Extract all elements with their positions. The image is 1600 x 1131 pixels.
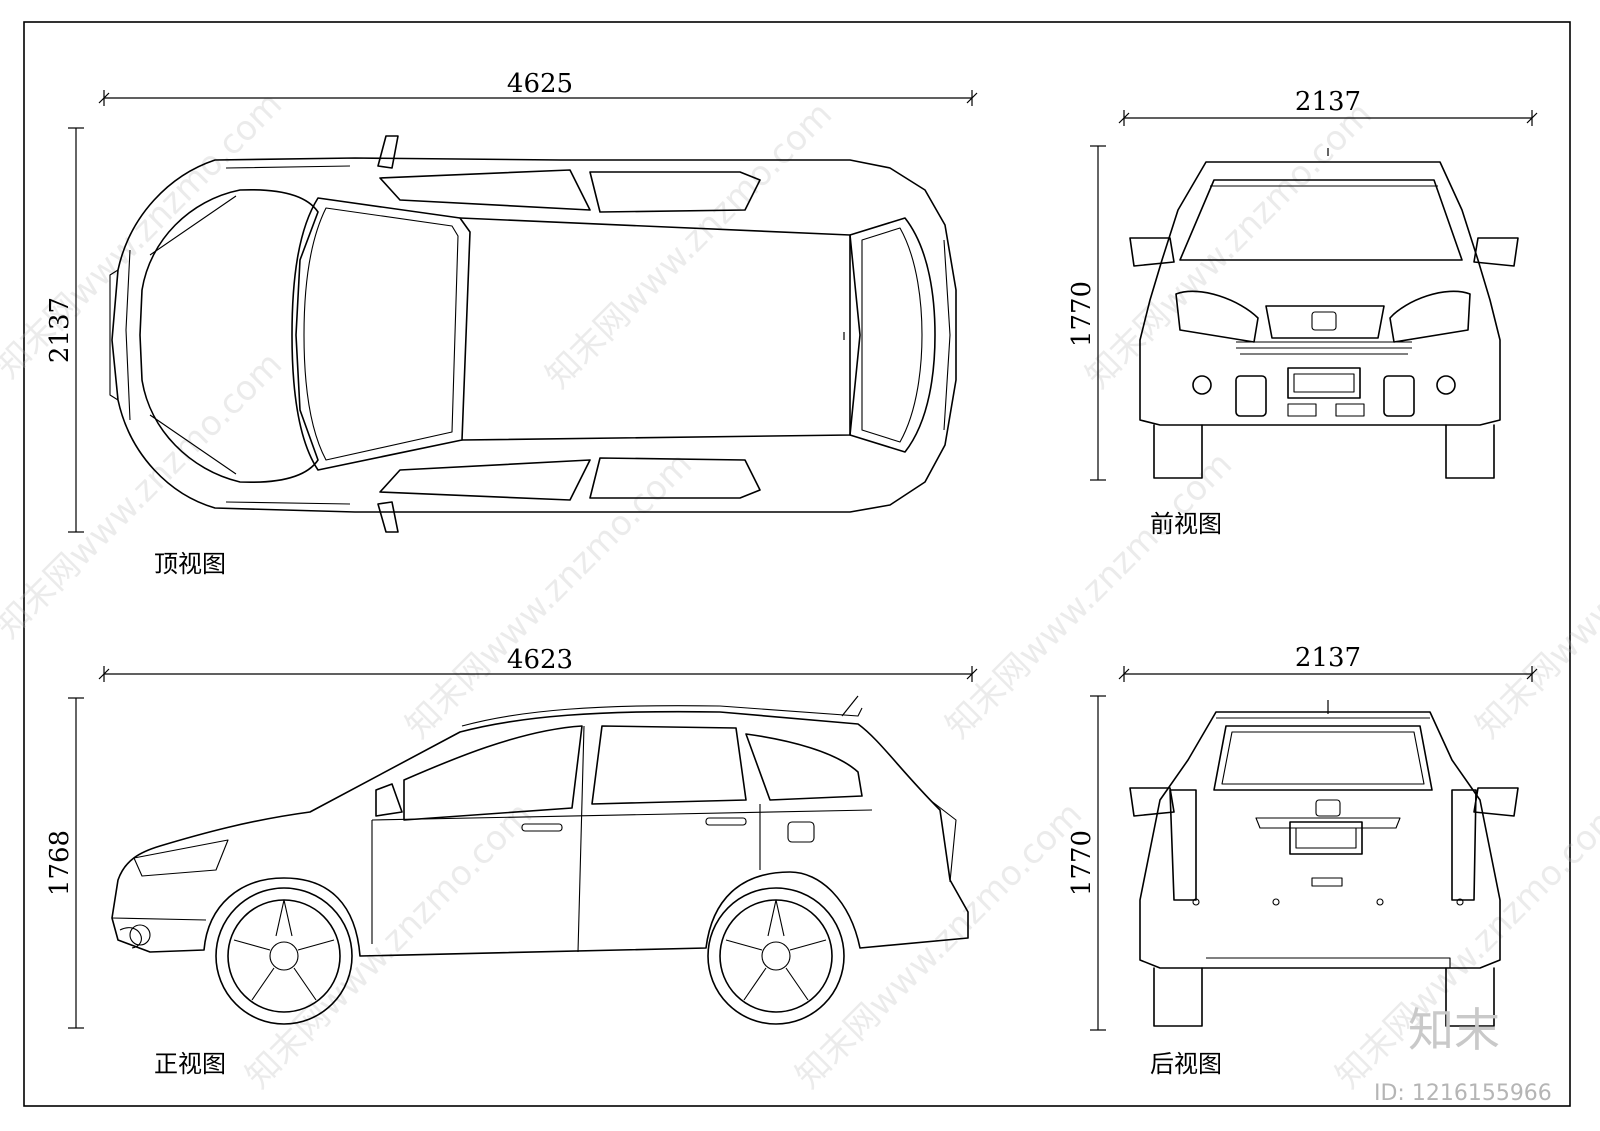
watermark-9: 知末网www.znzmo.com bbox=[788, 794, 1090, 1096]
front-width-dim: 2137 bbox=[1295, 87, 1361, 117]
rear-height-dim: 1770 bbox=[1067, 830, 1097, 896]
front-view: 2137 1770 bbox=[1067, 87, 1538, 481]
watermark-8: 知末网www.znzmo.com bbox=[238, 794, 540, 1096]
sheet-frame bbox=[23, 21, 1571, 1107]
side-length-dim: 4623 bbox=[507, 645, 573, 675]
watermark-6: 知末网www.znzmo.com bbox=[938, 444, 1240, 746]
watermark-7: 知末网www.znzmo.com bbox=[1468, 444, 1600, 746]
rear-wheel bbox=[707, 887, 845, 1025]
top-length-dim: 4625 bbox=[507, 69, 573, 99]
front-wheel bbox=[215, 887, 353, 1025]
top-view: 4625 2137 bbox=[45, 69, 978, 533]
front-height-dim: 1770 bbox=[1067, 281, 1097, 347]
watermark-4: 知末网www.znzmo.com bbox=[0, 344, 290, 646]
rear-width-dim: 2137 bbox=[1295, 643, 1361, 673]
watermark-layer: 知末网www.znzmo.com 知末网www.znzmo.com 知末网www… bbox=[0, 84, 1600, 1096]
watermark-1: 知末网www.znzmo.com bbox=[0, 84, 290, 386]
watermark-logo: 知末 bbox=[1408, 1003, 1500, 1057]
top-width-dim: 2137 bbox=[45, 297, 75, 363]
top-view-caption: 顶视图 bbox=[154, 550, 226, 578]
side-view-caption: 正视图 bbox=[154, 1050, 226, 1078]
watermark-3: 知末网www.znzmo.com bbox=[1078, 94, 1380, 396]
side-height-dim: 1768 bbox=[45, 830, 75, 896]
rear-view: 2137 1770 bbox=[1067, 643, 1538, 1031]
watermark-2: 知末网www.znzmo.com bbox=[538, 94, 840, 396]
watermark-5: 知末网www.znzmo.com bbox=[398, 444, 700, 746]
rear-view-caption: 后视图 bbox=[1150, 1050, 1222, 1078]
side-view: 4623 1768 bbox=[45, 645, 978, 1029]
image-id: ID: 1216155966 bbox=[1374, 1081, 1552, 1106]
front-view-caption: 前视图 bbox=[1150, 510, 1222, 538]
